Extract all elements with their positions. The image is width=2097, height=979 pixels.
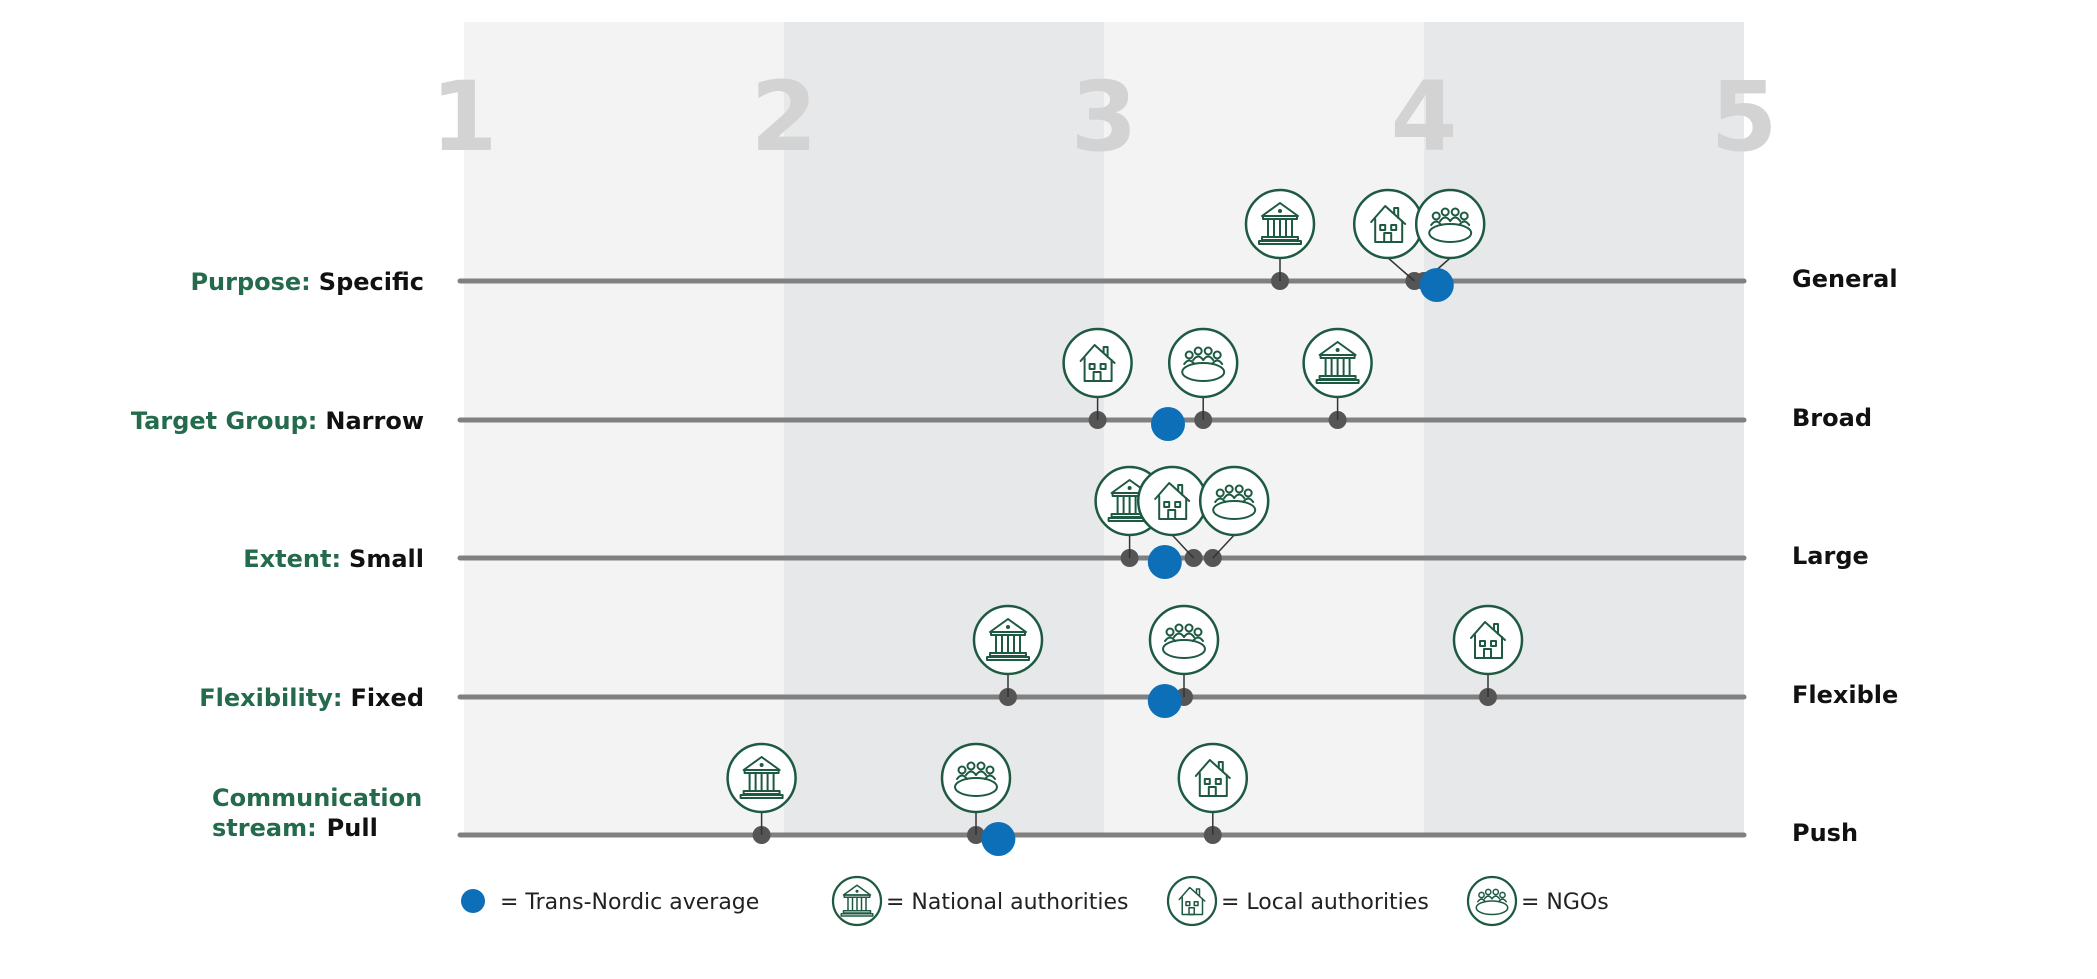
meeting-group-icon: [940, 742, 1012, 814]
row-left-value: Pull: [327, 814, 378, 842]
icon-leader: [1212, 534, 1235, 559]
row-left-label: stream: Pull: [212, 814, 378, 842]
row-left-value: Specific: [319, 268, 424, 296]
government-building-icon: [726, 742, 797, 814]
scale-bands: [464, 22, 1744, 836]
government-building-icon: [972, 604, 1044, 676]
tick-label-1: 1: [431, 61, 498, 173]
scale-row: Purpose: Specific General: [190, 188, 1898, 302]
row-left-label: Flexibility: Fixed: [199, 684, 424, 712]
government-building-icon: [831, 875, 883, 927]
row-left-label: Extent: Small: [243, 545, 424, 573]
row-category-label: Communication: [212, 784, 422, 812]
data-point-average: [1147, 545, 1182, 579]
scale-band-2: [784, 22, 1104, 836]
row-right-label: General: [1792, 265, 1898, 293]
icon-leader: [1387, 257, 1415, 282]
meeting-group-icon: [1466, 875, 1518, 927]
scale-row: Flexibility: Fixed Flexible: [199, 604, 1898, 718]
meeting-group-icon: [1414, 188, 1486, 260]
meeting-group-icon: [1198, 465, 1270, 537]
row-category-label: Flexibility:: [199, 684, 342, 712]
row-category-label: Target Group:: [131, 407, 317, 435]
row-left-label: Purpose: Specific: [190, 268, 424, 296]
meeting-group-icon: [1167, 327, 1239, 399]
legend-label: = NGOs: [1521, 890, 1609, 915]
row-category-label: Purpose:: [190, 268, 310, 296]
house-icon: [1452, 604, 1524, 676]
tick-label-3: 3: [1071, 61, 1138, 173]
legend-item-ngo: = NGOs: [1466, 875, 1609, 927]
row-right-label: Flexible: [1792, 681, 1898, 709]
row-left-value: Small: [349, 545, 424, 573]
tick-label-2: 2: [751, 61, 818, 173]
tick-label-4: 4: [1391, 61, 1458, 173]
house-icon: [1136, 465, 1208, 537]
data-point-average: [1147, 684, 1182, 718]
row-left-label: Target Group: Narrow: [131, 407, 424, 435]
legend-item-average: = Trans-Nordic average: [461, 889, 759, 915]
row-category-label: stream:: [212, 814, 317, 842]
legend-marker-average: [461, 889, 485, 913]
scale-row: Extent: Small Large: [243, 465, 1869, 579]
house-icon: [1177, 742, 1249, 814]
row-left-value: Narrow: [325, 407, 424, 435]
scale-tick-labels: 1 2 3 4 5: [431, 61, 1778, 173]
government-building-icon: [1302, 327, 1373, 399]
scale-band-1: [464, 22, 784, 836]
house-icon: [1062, 327, 1133, 399]
row-left-value: Fixed: [350, 684, 424, 712]
legend-label: = National authorities: [886, 890, 1128, 915]
house-icon: [1166, 875, 1218, 927]
data-point-average: [1419, 268, 1454, 302]
house-icon: [1352, 188, 1424, 260]
scale-row: Target Group: Narrow Broad: [131, 327, 1872, 441]
scale-band-4: [1424, 22, 1744, 836]
legend-item-national: = National authorities: [831, 875, 1128, 927]
data-point-average: [1151, 407, 1185, 441]
legend-item-local: = Local authorities: [1166, 875, 1429, 927]
row-right-label: Broad: [1792, 404, 1872, 432]
legend: = Trans-Nordic average = National authori…: [461, 875, 1609, 927]
government-building-icon: [1244, 188, 1316, 260]
tick-label-5: 5: [1711, 61, 1778, 173]
legend-label: = Local authorities: [1221, 890, 1429, 915]
row-category-label: Extent:: [243, 545, 341, 573]
meeting-group-icon: [1148, 604, 1220, 676]
icon-leader: [1171, 534, 1195, 559]
data-point-average: [981, 822, 1016, 856]
row-right-label: Large: [1792, 542, 1869, 570]
legend-label: = Trans-Nordic average: [500, 890, 759, 915]
row-right-label: Push: [1792, 819, 1858, 847]
